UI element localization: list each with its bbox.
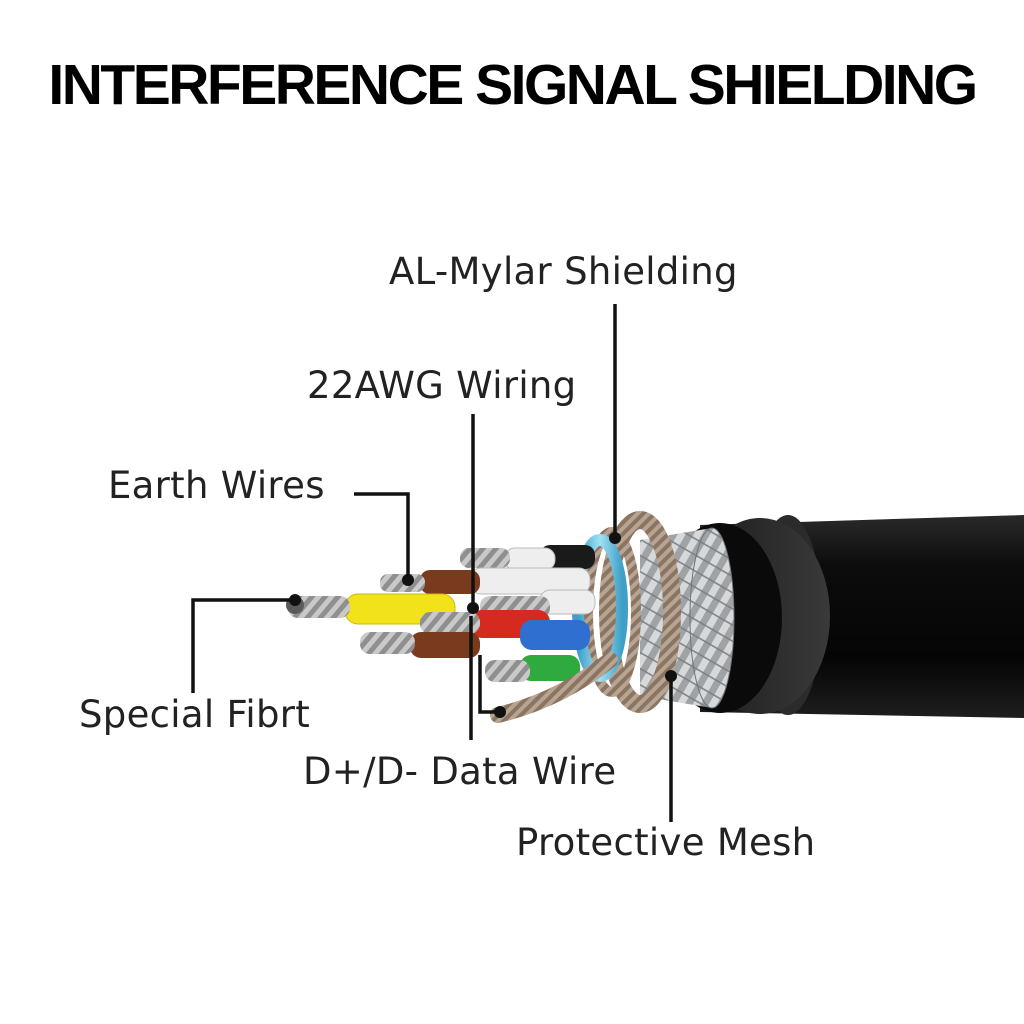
label-special-fibre: Special Fibrt	[79, 693, 311, 736]
leader-earth-wires	[354, 492, 410, 578]
leader-data-wire-hook	[478, 655, 500, 714]
label-protective-mesh: Protective Mesh	[516, 821, 816, 864]
leader-dots	[289, 532, 677, 718]
label-earth-wires: Earth Wires	[108, 464, 325, 507]
leader-special-fibre	[191, 598, 290, 693]
label-data-wire: D+/D- Data Wire	[303, 750, 617, 793]
label-22awg-wiring: 22AWG Wiring	[307, 364, 577, 407]
label-al-mylar-shielding: AL-Mylar Shielding	[389, 250, 738, 293]
leader-lines	[191, 304, 673, 822]
page-title: INTERFERENCE SIGNAL SHIELDING	[48, 53, 978, 117]
inner-wires	[286, 545, 618, 723]
